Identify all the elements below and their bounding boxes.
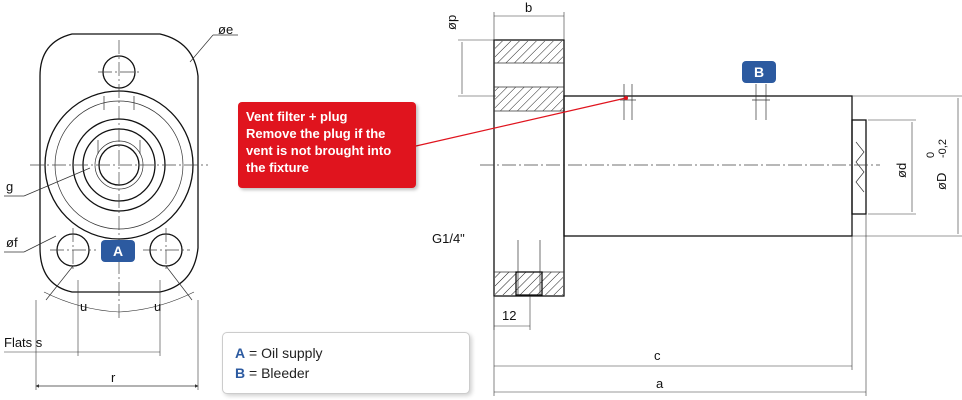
label-u-right: u (154, 299, 161, 314)
vent-filter-callout: Vent filter + plug Remove the plug if th… (238, 102, 416, 188)
callout-line-4: the fixture (246, 160, 309, 175)
label-g: g (6, 179, 13, 194)
legend-text-b: = Bleeder (245, 365, 310, 381)
label-od: ød (894, 163, 909, 178)
legend-key-a: A (235, 345, 246, 361)
label-op: øp (444, 15, 459, 30)
label-u-left: u (80, 299, 87, 314)
legend-box: A = Oil supply B = Bleeder (222, 332, 470, 394)
label-r: r (111, 370, 116, 385)
callout-line-3: vent is not brought into (246, 143, 392, 158)
badge-b-bleeder: B (742, 61, 776, 83)
callout-leader (415, 97, 627, 147)
legend-row-b: B = Bleeder (235, 363, 457, 383)
label-c: c (654, 348, 661, 363)
label-g14: G1/4" (432, 231, 465, 246)
label-oD: øD (934, 173, 949, 190)
legend-text-a: = Oil supply (245, 345, 323, 361)
callout-line-2: Remove the plug if the (246, 126, 386, 141)
legend-key-b: B (235, 365, 246, 381)
label-tol-lower: -0,2 (937, 139, 949, 158)
label-a: a (656, 376, 664, 391)
badge-a-oil-supply: A (101, 240, 135, 262)
front-view (4, 33, 238, 390)
callout-line-1: Vent filter + plug (246, 109, 348, 124)
label-flats-s: Flats s (4, 335, 43, 350)
legend-row-a: A = Oil supply (235, 343, 457, 363)
label-b: b (525, 0, 532, 15)
label-tol-upper: 0 (925, 152, 937, 158)
side-view (458, 12, 962, 396)
label-12: 12 (502, 308, 516, 323)
label-of: øf (6, 235, 18, 250)
label-oe: øe (218, 22, 233, 37)
